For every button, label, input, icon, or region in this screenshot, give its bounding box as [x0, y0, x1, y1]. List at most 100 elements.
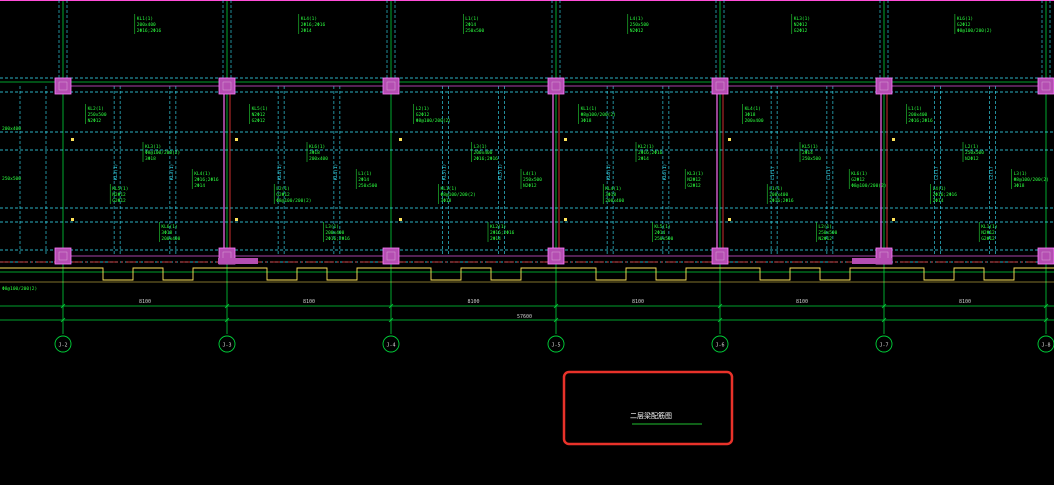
beam-tag-text: L4(1)	[630, 16, 644, 22]
marker-square	[235, 218, 238, 221]
axis-bubble-J-2: J-2	[54, 335, 72, 353]
dim-tick	[553, 317, 559, 323]
axis-label: J-5	[551, 343, 560, 349]
beam-tag-text: KL6(1)	[851, 171, 867, 177]
column-core	[58, 251, 68, 261]
axis-label: J-2	[58, 343, 67, 349]
dim-tick	[881, 317, 887, 323]
vertical-beam-tag: KL4(1)	[277, 164, 283, 180]
rebar-note-text: N2Φ12	[112, 192, 126, 198]
beam-tag-text: KL6(1)	[957, 16, 973, 22]
rebar-note-text: N2Φ12	[818, 236, 832, 242]
rebar-note-text: 250x500	[818, 230, 837, 236]
beam-tag-text: L1(1)	[769, 186, 783, 192]
rebar-note-text: 2Φ14	[194, 183, 205, 189]
beam-tag-text: L2(1)	[416, 106, 430, 112]
rebar-note-text: 2Φ14	[465, 22, 476, 28]
drawing-title-block[interactable]: 二层梁配筋图	[630, 411, 702, 425]
column-core	[386, 251, 396, 261]
column-core	[551, 251, 561, 261]
rebar-note-text: N2Φ12	[981, 230, 995, 236]
wall-profile	[0, 267, 1054, 281]
beam-tag-text: KL4(1)	[301, 16, 317, 22]
beam-tag-text: L1(1)	[908, 106, 922, 112]
rebar-note-text: N2Φ12	[88, 118, 102, 124]
beam-tag-text: L2(1)	[276, 186, 290, 192]
beam-tag-text: L2(1)	[965, 144, 979, 150]
column-J-2	[54, 247, 72, 265]
axis-circle	[1037, 335, 1054, 353]
marker-square	[564, 138, 567, 141]
dim-tick	[224, 317, 230, 323]
column-J-4	[382, 247, 400, 265]
column-core	[1041, 251, 1051, 261]
beam-tag-text: KL4(1)	[745, 106, 761, 112]
beam-annotations: KL1(1)200x4002Φ16;2Φ16KL2(1)250x500N2Φ12…	[2, 14, 1049, 292]
rebar-note-text: G2Φ12	[416, 112, 430, 118]
rebar-note-text: G2Φ12	[276, 192, 290, 198]
beam-tag-text: KL5(1)	[802, 144, 818, 150]
bay-dimension: 8100	[139, 299, 151, 305]
rebar-note-text: 3Φ18	[161, 230, 172, 236]
rebar-note-text: 200x400	[605, 198, 624, 204]
beam-tag-text: L1(1)	[465, 16, 479, 22]
beam-tag-text: KL2(1)	[638, 144, 654, 150]
beam-tag-text: KL1(1)	[581, 106, 597, 112]
rebar-note-text: N2Φ12	[523, 183, 537, 189]
dim-tick	[224, 303, 230, 309]
column-J-4	[382, 77, 400, 95]
rebar-note-text: 2Φ16;2Φ16	[325, 236, 350, 242]
vertical-beam-tag: L1(1)	[770, 166, 776, 180]
vertical-beam-tag: KL3(1)	[113, 164, 119, 180]
rebar-note-text: Φ8@100/200(2)	[441, 192, 476, 198]
rebar-note-text: 2Φ14	[933, 198, 944, 204]
edge-annotation: 200x400	[2, 126, 21, 132]
beam-tag-text: KL3(1)	[687, 171, 703, 177]
bay-dimension: 8100	[959, 299, 971, 305]
rebar-note-text: G2Φ12	[794, 28, 808, 34]
rebar-note-text: 200x400	[137, 22, 156, 28]
marker-square	[235, 138, 238, 141]
marker-square	[728, 138, 731, 141]
column-J-8	[1037, 77, 1054, 95]
axis-circle	[711, 335, 729, 353]
rebar-note-text: 200x400	[908, 112, 927, 118]
rebar-note-text: G2Φ12	[112, 198, 126, 204]
dim-tick	[1043, 317, 1049, 323]
rebar-note-text: G2Φ12	[957, 22, 971, 28]
marker-square	[892, 218, 895, 221]
beam-tag-text: KL6(1)	[309, 144, 325, 150]
rebar-note-text: 250x500	[465, 28, 484, 34]
total-dimension: 57600	[517, 314, 532, 320]
bay-dimension: 8100	[467, 299, 479, 305]
rebar-note-text: G2Φ12	[252, 118, 266, 124]
marker-square	[728, 218, 731, 221]
rebar-note-text: 2Φ16;2Φ16	[769, 198, 794, 204]
rebar-note-text: 2Φ14	[358, 177, 369, 183]
axis-bubble-J-8: J-8	[1037, 335, 1054, 353]
column-core	[222, 81, 232, 91]
rebar-note-text: 2Φ14	[638, 156, 649, 162]
bay-dimension: 8100	[632, 299, 644, 305]
beam-tag-text: L3(1)	[1014, 171, 1028, 177]
rebar-note-text: G2Φ12	[851, 177, 865, 183]
column-core	[715, 251, 725, 261]
dim-tick	[717, 317, 723, 323]
beam-tag-text: KL1(1)	[137, 16, 153, 22]
vertical-beam-tag: L2(1)	[989, 166, 995, 180]
